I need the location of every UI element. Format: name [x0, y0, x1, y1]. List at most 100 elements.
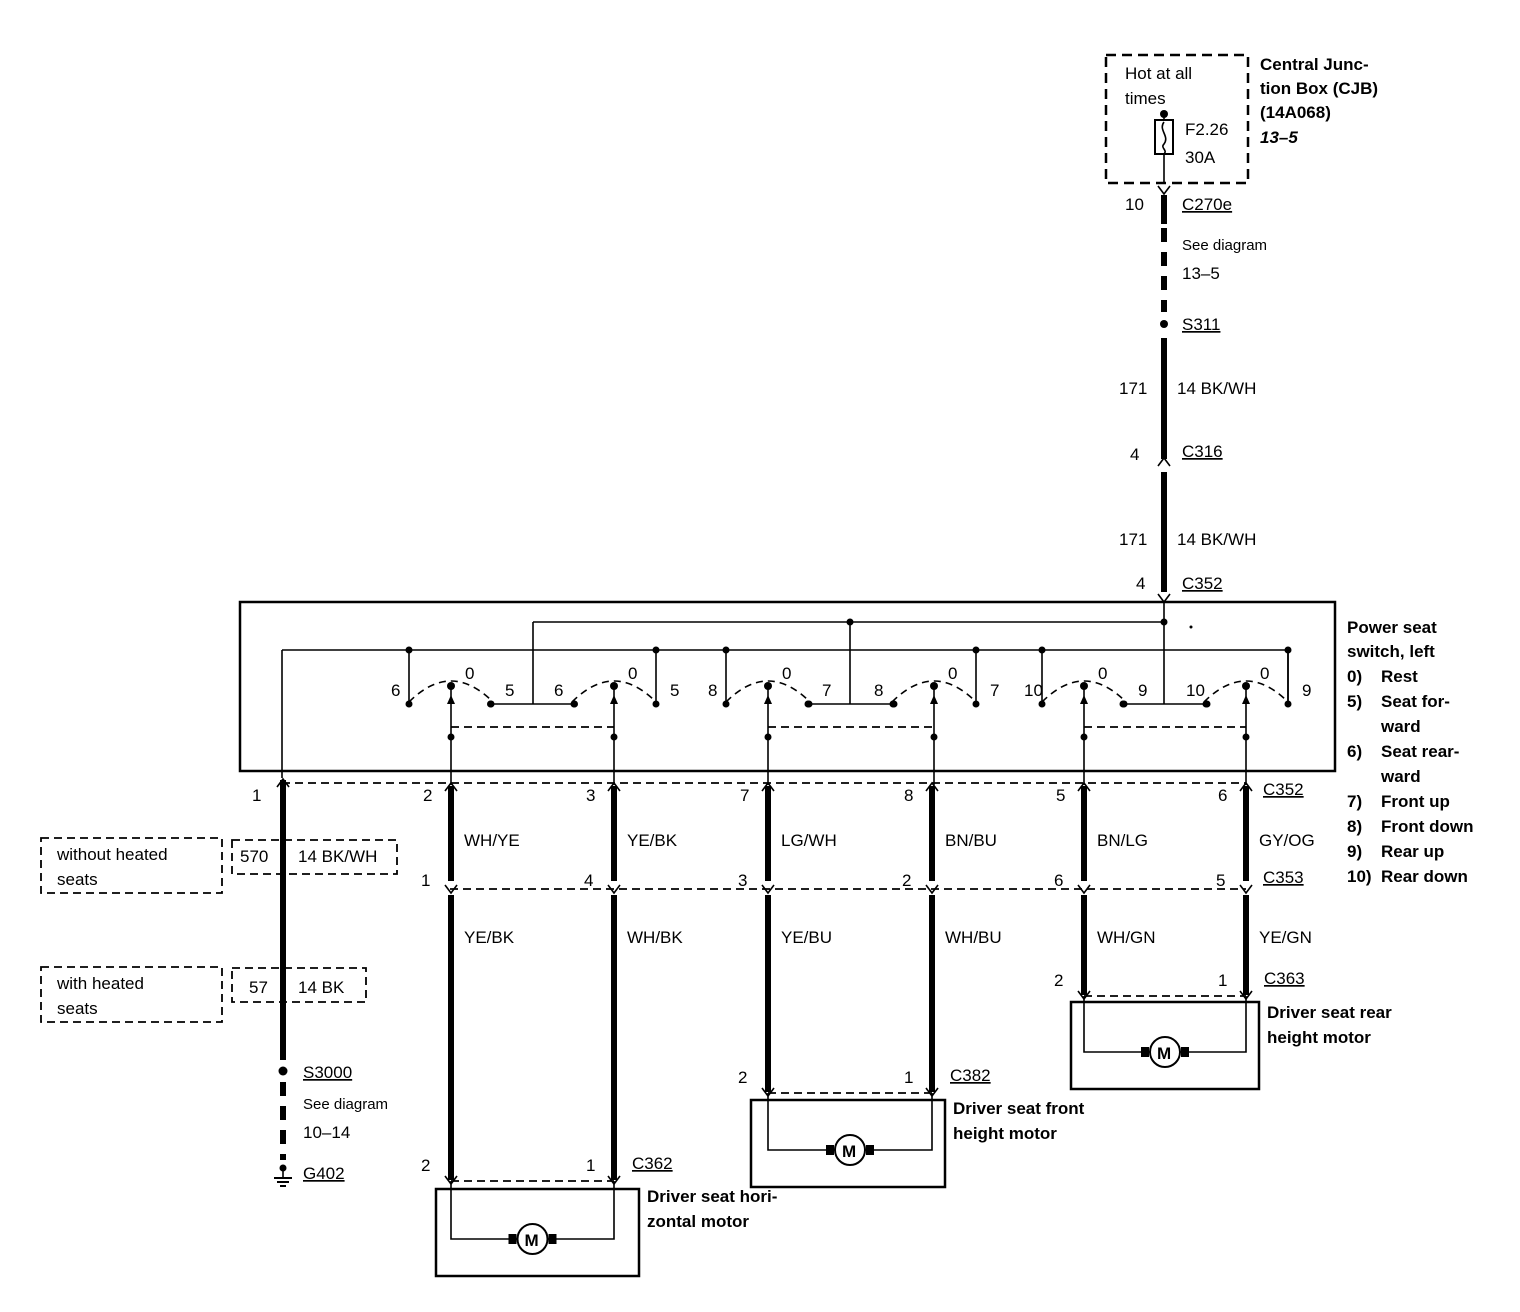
- with-heated-line2: seats: [57, 999, 98, 1018]
- wire-color-upper: BN/BU: [945, 831, 997, 850]
- ground-icon: [274, 1168, 292, 1187]
- cjb-dashed-box: [1104, 53, 1250, 185]
- switch-title-line2: switch, left: [1347, 642, 1435, 661]
- wire-color-upper: GY/OG: [1259, 831, 1315, 850]
- with-heated-wire-box: [231, 967, 367, 1003]
- legend-text: Seat for-: [1381, 692, 1450, 711]
- cjb-page-ref: 13–5: [1260, 128, 1298, 147]
- c352-bottom-label: C352: [1263, 780, 1304, 799]
- c352-pin: 5: [1056, 786, 1065, 805]
- c353-pin: 2: [902, 871, 911, 890]
- harness-wires: 21WH/YEYE/BK34YE/BKWH/BK73LG/WHYE/BU82BN…: [421, 781, 1315, 1180]
- legend-text: ward: [1380, 767, 1421, 786]
- s311-splice: [1160, 320, 1168, 328]
- c270e-connector-icon: [1157, 185, 1171, 196]
- ground-circuit: 1 without heated seats 570 14 BK/WH with…: [40, 777, 398, 1187]
- c352-top-pin: 4: [1136, 574, 1145, 593]
- switch-contact: [972, 700, 980, 708]
- legend-text: ward: [1380, 717, 1421, 736]
- legend-key: 10): [1347, 867, 1372, 886]
- switch-contact: [1119, 700, 1127, 708]
- c316-label: C316: [1182, 442, 1223, 461]
- motor-label-line1: Driver seat hori-: [647, 1187, 777, 1206]
- c316-connector-icon: [1157, 456, 1171, 467]
- motor-symbol: M: [842, 1142, 856, 1161]
- legend-key: 8): [1347, 817, 1362, 836]
- g402-label: G402: [303, 1164, 345, 1183]
- motor-connector-label: C363: [1264, 969, 1305, 988]
- fuse-rating: 30A: [1185, 148, 1216, 167]
- wire-color-upper: YE/BK: [627, 831, 678, 850]
- switch-wiper: [1203, 680, 1289, 703]
- c353-pin: 6: [1054, 871, 1063, 890]
- wire-color-lower: YE/BU: [781, 928, 832, 947]
- switch-contact-label: 5: [670, 681, 679, 700]
- legend-text: Rest: [1381, 667, 1418, 686]
- switch-contact-label: 9: [1138, 681, 1147, 700]
- motor-icon: [1149, 1036, 1181, 1068]
- feed-wire: 10 C270e See diagram 13–5 S311 171 14 BK…: [1119, 185, 1267, 604]
- c353-pin: 1: [421, 871, 430, 890]
- legend-text: Rear down: [1381, 867, 1468, 886]
- legend-text: Seat rear-: [1381, 742, 1459, 761]
- switch-contact-label: 6: [554, 681, 563, 700]
- wire-14-bkwh-a: 14 BK/WH: [1177, 379, 1256, 398]
- motor-pin: 1: [586, 1156, 595, 1175]
- switch-contact: [805, 700, 813, 708]
- without-heated-line2: seats: [57, 870, 98, 889]
- legend-text: Front up: [1381, 792, 1450, 811]
- motor-label-line1: Driver seat front: [953, 1099, 1085, 1118]
- legend-key: 7): [1347, 792, 1362, 811]
- motor-pin: 1: [904, 1068, 913, 1087]
- motor-connector-label: C362: [632, 1154, 673, 1173]
- motor-housing: [1069, 1000, 1261, 1091]
- wire-color-lower: YE/GN: [1259, 928, 1312, 947]
- circuit-570: 570: [240, 847, 268, 866]
- switch-contact: [652, 700, 660, 708]
- motor-label-line2: zontal motor: [647, 1212, 749, 1231]
- circuit-171-a: 171: [1119, 379, 1147, 398]
- without-heated-box: [40, 837, 223, 894]
- fuse-id: F2.26: [1185, 120, 1228, 139]
- legend-key: 0): [1347, 667, 1362, 686]
- switch-contact-label: 10: [1186, 681, 1205, 700]
- switch-contact-label: 5: [505, 681, 514, 700]
- wire-color-upper: WH/YE: [464, 831, 520, 850]
- c352-top-label: C352: [1182, 574, 1223, 593]
- harness: C352 C353 21WH/YEYE/BK34YE/BKWH/BK73LG/W…: [282, 780, 1315, 1180]
- c352-pin: 3: [586, 786, 595, 805]
- switch-wiper: [725, 680, 811, 703]
- c352-pin: 6: [1218, 786, 1227, 805]
- motor-pin: 2: [738, 1068, 747, 1087]
- switch-contact: [1284, 700, 1292, 708]
- wire-color-upper: BN/LG: [1097, 831, 1148, 850]
- circuit-57: 57: [249, 978, 268, 997]
- c353-label: C353: [1263, 868, 1304, 887]
- s3000-see-diagram-ref: 10–14: [303, 1123, 350, 1142]
- motor-label-line2: height motor: [953, 1124, 1057, 1143]
- hot-at-all-times-line1: Hot at all: [1125, 64, 1192, 83]
- switch-contact-label: 7: [822, 681, 831, 700]
- with-heated-line1: with heated: [56, 974, 144, 993]
- switch-contact-label: 0: [465, 664, 474, 683]
- c353-pin: 4: [584, 871, 593, 890]
- central-junction-box: Hot at all times F2.26 30A Central Junc-…: [1104, 53, 1378, 185]
- see-diagram-label: See diagram: [1182, 237, 1267, 254]
- switch-wiper: [1041, 680, 1127, 703]
- ground-pin-1: 1: [252, 786, 261, 805]
- motor-icon: [516, 1223, 549, 1255]
- s3000-see-diagram: See diagram: [303, 1096, 388, 1113]
